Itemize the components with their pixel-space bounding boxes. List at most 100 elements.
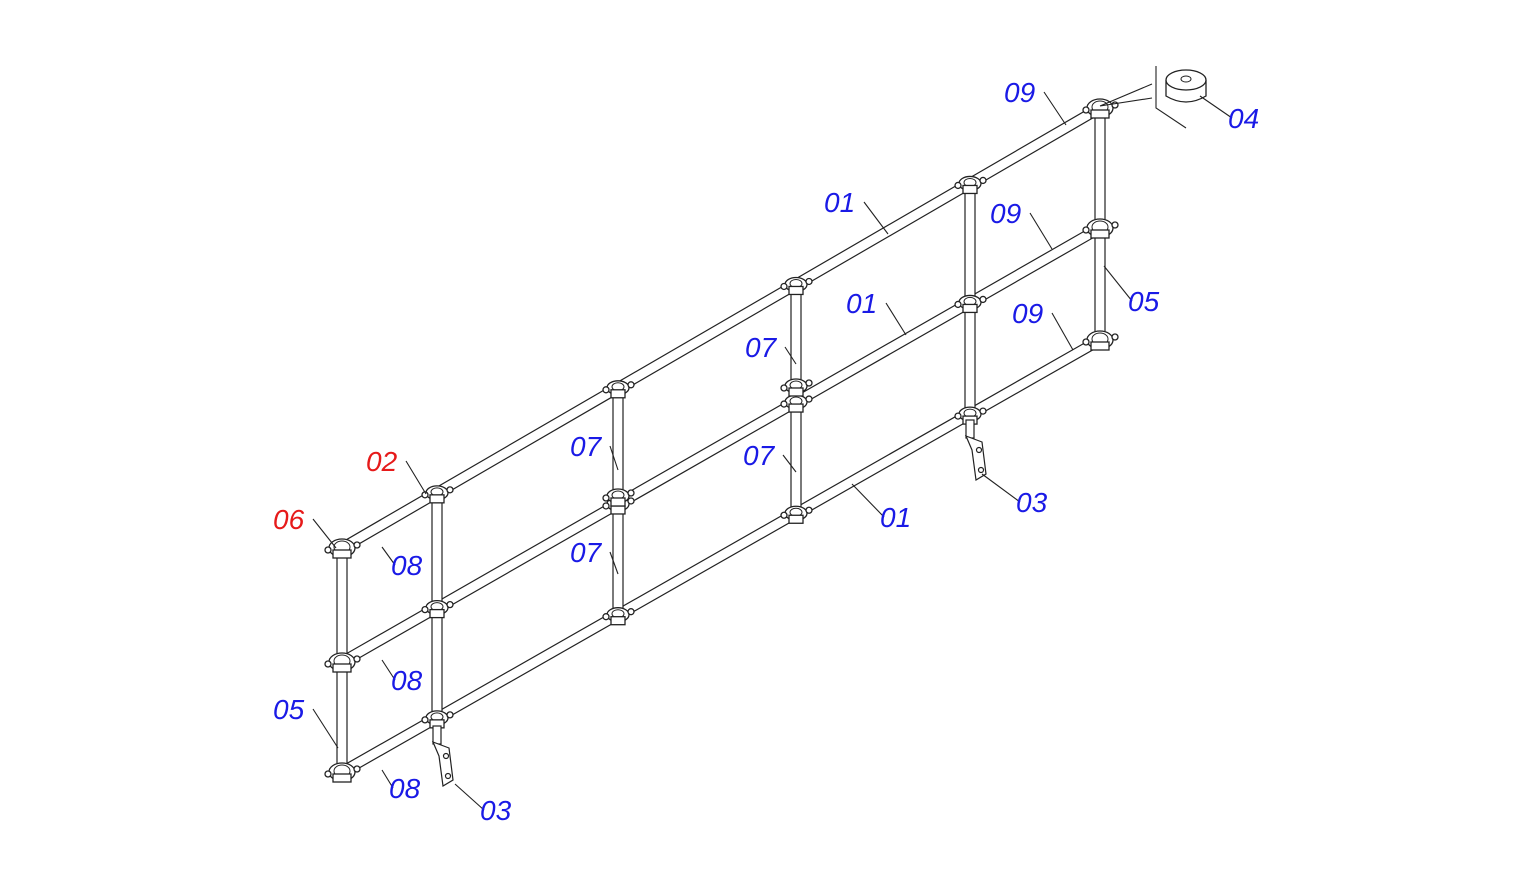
leader-layer [312, 91, 1233, 811]
callout-leader [609, 445, 619, 471]
callout-leader [1051, 312, 1074, 351]
clamp-fitting [954, 175, 987, 195]
fitting-screw [421, 605, 429, 614]
fitting-screw [954, 181, 962, 190]
callout-leader [312, 708, 339, 749]
callout-label: 03 [480, 795, 512, 826]
clamp-fitting [421, 599, 454, 619]
callout-label: 07 [570, 431, 603, 462]
callout-label: 07 [745, 332, 778, 363]
callout-label: 01 [880, 502, 911, 533]
fitting-screw [324, 660, 332, 668]
callout-label: 09 [1012, 298, 1043, 329]
fitting-screw [780, 400, 788, 408]
fitting-collar [610, 616, 626, 626]
fitting-screw [780, 511, 788, 519]
clamp-fitting [780, 394, 813, 413]
callout-leader [1103, 265, 1133, 302]
callout-label: 07 [570, 537, 603, 568]
fitting-collar [1090, 229, 1110, 239]
fitting-screw [324, 770, 332, 778]
callout-label: 07 [743, 440, 776, 471]
callout-label: 09 [1004, 77, 1035, 108]
fitting-screw [805, 379, 813, 387]
end-cap-center [1180, 75, 1192, 83]
callout-leader [454, 783, 485, 811]
clamp-fitting [324, 762, 361, 783]
clamp-fitting [421, 485, 454, 504]
fitting-screw [446, 486, 454, 494]
clamp-fitting [954, 294, 987, 314]
fitting-screw [1082, 106, 1090, 114]
fitting-screw [1082, 338, 1090, 346]
callout-leader [1043, 91, 1067, 126]
base-plate-hole [444, 772, 452, 780]
fitting-screw [602, 386, 610, 394]
fitting-screw [1111, 221, 1119, 229]
end-cap-detail [1099, 66, 1207, 129]
detail-lines [1099, 66, 1187, 129]
callout-label: 01 [824, 187, 855, 218]
clamp-fitting [780, 505, 813, 524]
fitting-screw [805, 506, 813, 514]
callout-leader [863, 201, 889, 235]
fitting-screw [805, 277, 813, 286]
fitting-screw [954, 412, 962, 420]
clamp-fitting [780, 276, 813, 296]
callout-leader [312, 518, 337, 549]
callout-label: 08 [391, 665, 423, 696]
base-plate-bracket [431, 740, 454, 787]
fitting-screw [353, 655, 361, 663]
fitting-collar [610, 497, 626, 507]
fitting-screw [627, 497, 635, 505]
fitting-collar [962, 184, 978, 195]
clamp-fitting [421, 710, 454, 729]
base-plate-bracket [964, 434, 987, 481]
fitting-screw [324, 546, 332, 554]
callout-leader [609, 551, 619, 575]
fitting-screw [602, 613, 610, 621]
callout-leader [1199, 95, 1233, 119]
fitting-collar [788, 285, 804, 296]
callout-label: 02 [366, 446, 398, 477]
clamp-fitting [1082, 330, 1119, 351]
fitting-screw [421, 716, 429, 724]
post-joint-fitting [602, 488, 635, 507]
fitting-collar [332, 663, 352, 673]
fitting-screw [627, 489, 635, 497]
callout-label: 04 [1228, 103, 1259, 134]
base-plate-hole [977, 466, 985, 474]
callout-leader [784, 346, 797, 365]
fitting-screw [979, 176, 987, 185]
fitting-collar [788, 403, 804, 413]
clamp-fitting [324, 538, 361, 559]
fitting-screw [627, 381, 635, 389]
base-plate-stem [432, 725, 442, 745]
callout-leader [981, 473, 1021, 503]
fitting-screw [446, 600, 454, 609]
callout-label: 06 [273, 504, 305, 535]
clamp-fitting [324, 652, 361, 673]
fitting-screw [805, 395, 813, 403]
callout-leader [381, 769, 394, 789]
fitting-screw [954, 300, 962, 309]
fitting-screw [602, 502, 610, 510]
tube-layer [336, 102, 1106, 778]
fitting-screw [979, 407, 987, 415]
base-plate-right [964, 419, 987, 481]
detail-layer [431, 66, 1207, 787]
fitting-collar [332, 549, 352, 559]
base-plate-stem [965, 419, 975, 439]
fitting-collar [429, 608, 445, 619]
callout-label: 05 [1128, 286, 1160, 317]
fitting-collar [429, 494, 445, 504]
fitting-screw [353, 541, 361, 549]
fitting-collar [332, 773, 352, 783]
callout-label: 08 [389, 773, 421, 804]
rail-tube-3 [338, 334, 1104, 778]
post-joint-fitting [780, 378, 813, 397]
callout-label: 08 [391, 550, 423, 581]
fitting-screw [602, 494, 610, 502]
base-plate-hole [975, 446, 983, 454]
